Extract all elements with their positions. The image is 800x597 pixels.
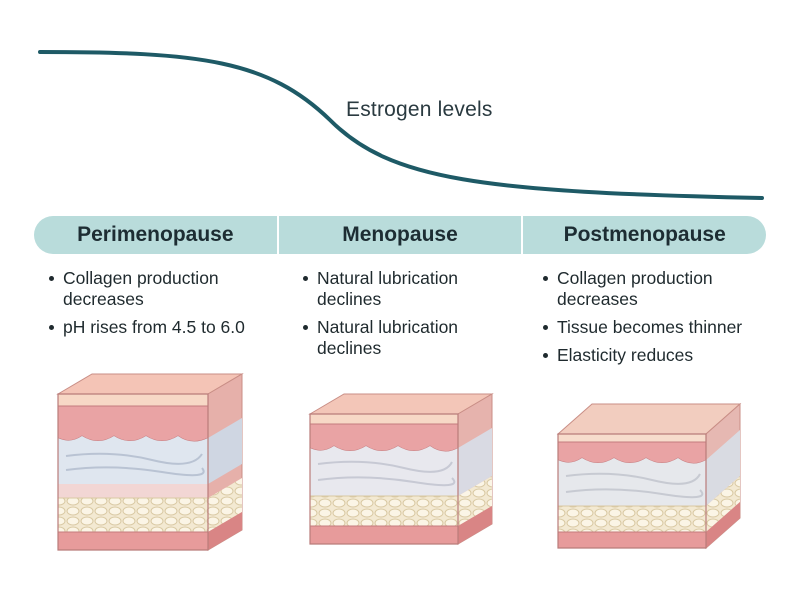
bullet-item: Natural lubrication declines: [302, 268, 516, 310]
bullet-item: Collagen production decreases: [542, 268, 780, 310]
bullet-item: Tissue becomes thinner: [542, 317, 780, 338]
bullet-item: Elasticity reduces: [542, 345, 780, 366]
bullet-item: Collagen production decreases: [48, 268, 276, 310]
stage-menopause: Menopause: [276, 216, 522, 254]
stage-postmenopause: Postmenopause: [521, 216, 766, 254]
estrogen-curve: [38, 50, 764, 200]
estrogen-decline-line: [38, 50, 764, 200]
stage-header-bar: Perimenopause Menopause Postmenopause: [34, 216, 766, 254]
bullet-item: pH rises from 4.5 to 6.0: [48, 317, 276, 338]
perimenopause-tissue-block: [56, 373, 244, 551]
bullet-item: Natural lubrication declines: [302, 317, 516, 359]
stage-perimenopause: Perimenopause: [34, 216, 277, 254]
perimenopause-bullets: Collagen production decreases pH rises f…: [48, 268, 276, 345]
menopause-bullets: Natural lubrication declines Natural lub…: [302, 268, 516, 366]
postmenopause-tissue-block: [556, 402, 742, 550]
estrogen-levels-label: Estrogen levels: [346, 98, 493, 121]
postmenopause-bullets: Collagen production decreases Tissue bec…: [542, 268, 780, 373]
menopause-tissue-block: [308, 393, 494, 545]
